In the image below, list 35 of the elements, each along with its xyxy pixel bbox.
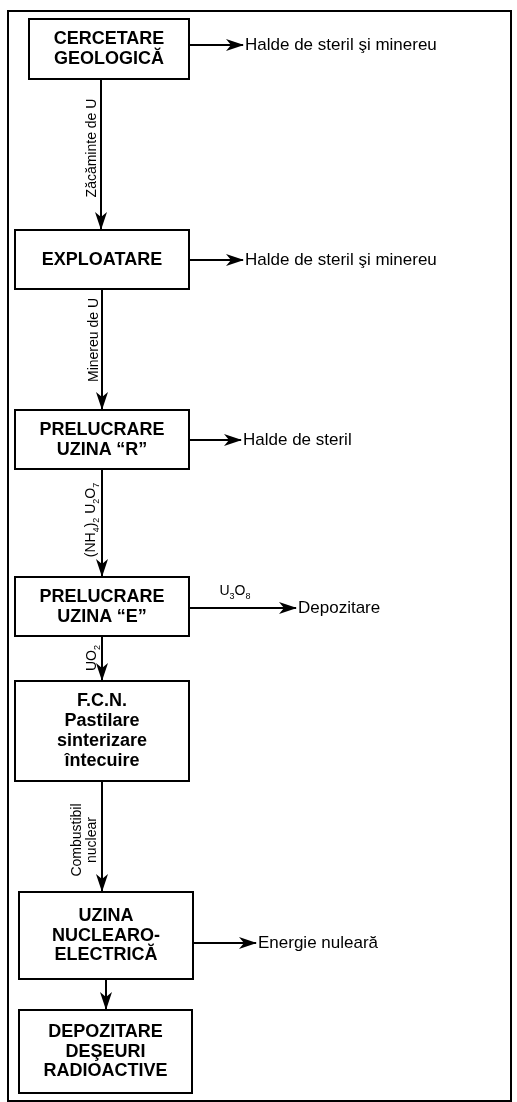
arrow bbox=[189, 602, 297, 614]
box-label: CERCETARE GEOLOGICĂ bbox=[52, 29, 166, 69]
arrow bbox=[95, 79, 107, 230]
box-label: UZINA NUCLEARO-ELECTRICĂ bbox=[51, 905, 161, 966]
edge-label: U$_{3}$O$_{8}$ bbox=[219, 582, 251, 602]
box-label: PRELUCRARE UZINA “R” bbox=[38, 419, 166, 460]
arrow bbox=[96, 781, 108, 892]
edge-label: Minereu de U bbox=[85, 298, 101, 382]
process-box bbox=[18, 891, 194, 980]
arrow bbox=[189, 434, 242, 446]
box-label: DEPOZITARE DEŞEURI RADIOACTIVE bbox=[42, 1021, 169, 1082]
box-label: Pastilare sinterizare întecuire bbox=[55, 711, 148, 771]
edge-label: Combustibil nuclear bbox=[69, 802, 99, 879]
output-label: Halde de steril bbox=[243, 428, 352, 452]
arrow bbox=[96, 469, 108, 577]
output-label: Halde de steril şi minereu bbox=[245, 33, 437, 57]
process-box bbox=[14, 680, 190, 782]
process-box bbox=[28, 18, 190, 80]
arrow bbox=[96, 289, 108, 410]
process-box bbox=[14, 229, 190, 290]
output-label: Depozitare bbox=[298, 596, 381, 620]
output-label: Energie nuleară bbox=[258, 931, 379, 955]
process-box bbox=[14, 409, 190, 470]
process-box bbox=[14, 576, 190, 637]
arrow bbox=[189, 254, 244, 266]
edge-label: Zăcăminte de U bbox=[83, 98, 99, 198]
arrow bbox=[193, 937, 257, 949]
arrow bbox=[100, 979, 112, 1010]
output-label: Halde de steril şi minereu bbox=[245, 248, 437, 272]
arrow bbox=[96, 636, 108, 681]
box-label: PRELUCRARE UZINA “E” bbox=[38, 586, 166, 627]
process-box bbox=[18, 1009, 193, 1094]
box-label: F.C.N. bbox=[77, 691, 127, 712]
arrow bbox=[189, 39, 244, 51]
box-label: EXPLOATARE bbox=[41, 249, 163, 270]
